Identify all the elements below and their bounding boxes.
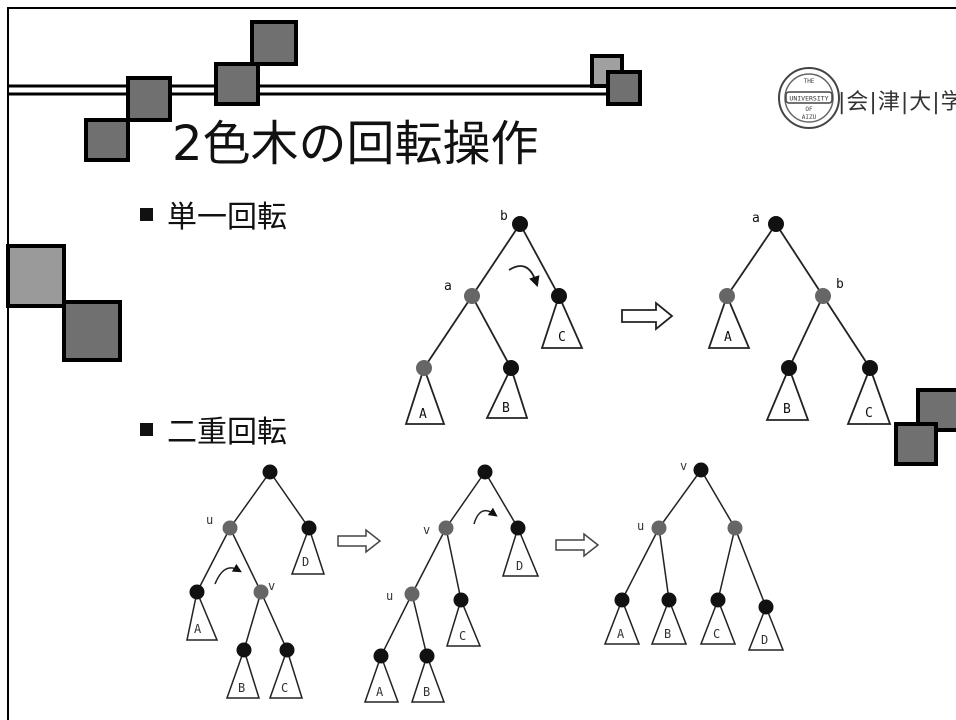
- label-b: b: [500, 209, 508, 224]
- slide-border: [7, 7, 956, 720]
- single-rotation-after: [707, 223, 892, 425]
- single-rotation-after-nodes: [719, 216, 878, 376]
- label-u: u: [206, 513, 213, 527]
- single-rotation-before-nodes: [416, 216, 567, 376]
- university-name: |会|津|大|学|: [838, 90, 956, 115]
- subtree-A: A: [419, 407, 427, 422]
- subtree-B: B: [502, 401, 510, 416]
- subtree-A: A: [724, 330, 732, 345]
- subtree-C: C: [865, 406, 873, 421]
- subtree-A: A: [194, 622, 202, 636]
- deco-squares-left: [6, 244, 122, 362]
- seal-line-4: AIZU: [802, 114, 817, 121]
- subtree-D: D: [761, 633, 768, 647]
- seal-line-3: OF: [805, 106, 813, 113]
- transform-arrow-icon: [337, 528, 382, 554]
- label-v: v: [268, 579, 275, 593]
- bullet-double-rotation: 二重回転: [140, 413, 287, 453]
- label-u: u: [637, 519, 644, 533]
- double-rotation-step2: [363, 471, 540, 703]
- subtree-B: B: [238, 681, 245, 695]
- university-seal: THE UNIVERSITY OF AIZU: [778, 67, 840, 129]
- seal-line-2: UNIVERSITY: [789, 95, 828, 103]
- subtree-C: C: [281, 681, 288, 695]
- seal-line-1: THE: [804, 78, 815, 85]
- double-rotation-step2-nodes: [373, 464, 526, 664]
- single-rotation-before: [404, 223, 584, 425]
- slide-title: 2色木の回転操作: [172, 116, 539, 172]
- label-u: u: [386, 589, 393, 603]
- label-v: v: [423, 523, 430, 537]
- label-a: a: [752, 211, 760, 226]
- bullet-square-icon: [140, 208, 153, 221]
- node-b-parent: [503, 360, 519, 376]
- subtree-C: C: [713, 627, 720, 641]
- bullet-single-rotation: 単一回転: [140, 198, 287, 238]
- deco-squares-right: [894, 388, 956, 466]
- subtree-B: B: [664, 627, 671, 641]
- transform-arrow-icon: [555, 532, 600, 558]
- double-rotation-step1: [186, 471, 326, 699]
- label-a: a: [444, 279, 452, 294]
- double-rotation-step3-nodes: [614, 462, 774, 615]
- subtree-C: C: [558, 330, 566, 345]
- subtree-B: B: [423, 685, 430, 699]
- subtree-D: D: [516, 559, 523, 573]
- node-left-leaf: [416, 360, 432, 376]
- deco-squares-top: [84, 20, 642, 162]
- node-c-parent: [551, 288, 567, 304]
- label-v: v: [680, 459, 687, 473]
- double-rotation-step1-nodes: [189, 464, 317, 658]
- double-rotation-step3: [603, 469, 785, 651]
- node-b: [512, 216, 528, 232]
- subtree-C: C: [459, 629, 466, 643]
- subtree-A: A: [617, 627, 625, 641]
- bullet-text: 二重回転: [167, 415, 287, 450]
- label-b: b: [836, 277, 844, 292]
- bullet-square-icon: [140, 423, 153, 436]
- title-rule: [8, 84, 610, 96]
- transform-arrow-icon: [621, 301, 674, 331]
- subtree-D: D: [302, 555, 309, 569]
- bullet-text: 単一回転: [167, 200, 287, 235]
- subtree-A: A: [376, 685, 384, 699]
- subtree-B: B: [783, 402, 791, 417]
- node-a: [464, 288, 480, 304]
